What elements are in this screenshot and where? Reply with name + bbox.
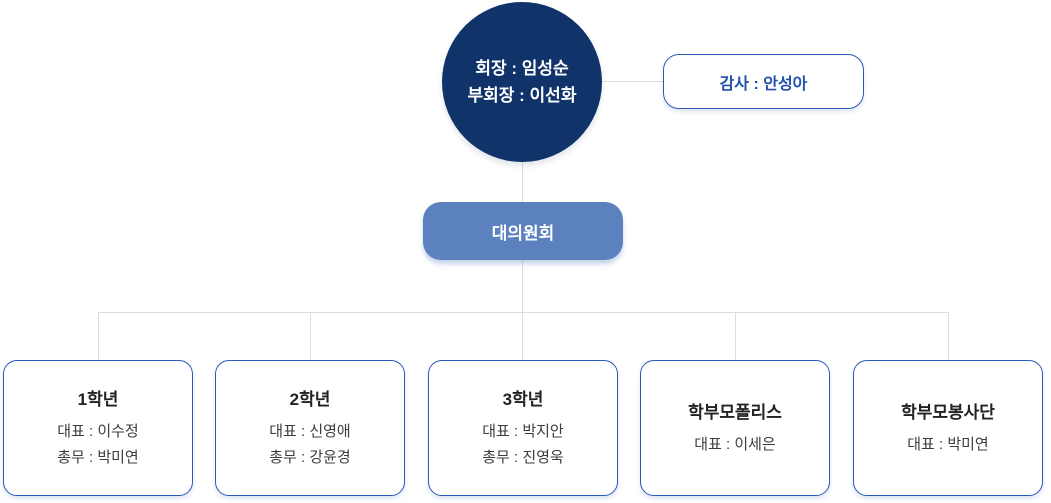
dept-node-grade2: 2학년 대표 : 신영애 총무 : 강윤경 <box>215 360 405 496</box>
dept-title: 3학년 <box>502 390 544 409</box>
council-node: 대의원회 <box>423 202 623 260</box>
connector-branch-5 <box>948 312 949 360</box>
connector-branch-2 <box>310 312 311 360</box>
connector-branch-1 <box>98 312 99 360</box>
dept-secretary: 총무 : 박미연 <box>57 449 139 466</box>
dept-secretary: 총무 : 강윤경 <box>269 449 351 466</box>
dept-node-parent-volunteers: 학부모봉사단 대표 : 박미연 <box>853 360 1043 496</box>
dept-title: 학부모봉사단 <box>901 403 995 422</box>
connector-branch-3 <box>522 312 523 360</box>
council-label: 대의원회 <box>491 223 555 243</box>
dept-representative: 대표 : 이세은 <box>694 436 776 453</box>
vice-chairman-label: 부회장 : 이선화 <box>467 86 577 105</box>
auditor-node: 감사 : 안성아 <box>663 54 864 109</box>
dept-representative: 대표 : 박지안 <box>482 423 564 440</box>
root-node-chairman: 회장 : 임성순 부회장 : 이선화 <box>442 2 602 162</box>
dept-node-grade3: 3학년 대표 : 박지안 총무 : 진영욱 <box>428 360 618 496</box>
dept-representative: 대표 : 신영애 <box>269 423 351 440</box>
connector-root-council <box>522 162 523 202</box>
dept-node-grade1: 1학년 대표 : 이수정 총무 : 박미연 <box>3 360 193 496</box>
dept-title: 학부모폴리스 <box>688 403 782 422</box>
chairman-label: 회장 : 임성순 <box>475 59 569 78</box>
dept-representative: 대표 : 이수정 <box>57 423 139 440</box>
dept-title: 2학년 <box>289 390 331 409</box>
connector-horizontal-bar <box>98 312 948 313</box>
connector-branch-4 <box>735 312 736 360</box>
auditor-label: 감사 : 안성아 <box>719 75 808 93</box>
dept-node-parent-police: 학부모폴리스 대표 : 이세은 <box>640 360 830 496</box>
connector-council-bar <box>522 260 523 312</box>
dept-title: 1학년 <box>77 390 119 409</box>
dept-secretary: 총무 : 진영욱 <box>482 449 564 466</box>
dept-representative: 대표 : 박미연 <box>907 436 989 453</box>
connector-root-auditor <box>602 81 663 82</box>
